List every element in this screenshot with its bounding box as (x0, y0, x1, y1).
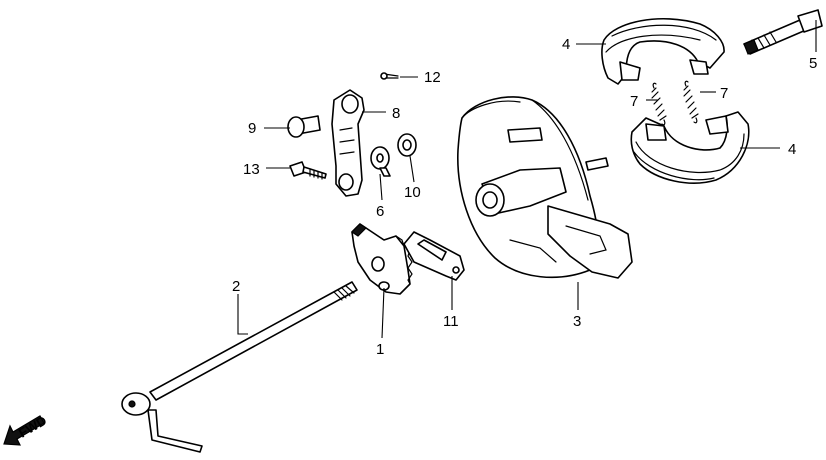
brake-panel-part-3 (457, 96, 633, 279)
spring-part-7-right (683, 80, 699, 124)
callout-2: 2 (232, 278, 240, 295)
callout-11: 11 (443, 313, 459, 330)
leader-lines (237, 20, 817, 339)
callout-9: 9 (248, 120, 256, 137)
callout-13: 13 (243, 161, 260, 178)
callout-5: 5 (809, 55, 817, 72)
bolt-part-5 (743, 9, 823, 55)
brake-shoe-lower-part-4 (630, 111, 750, 184)
leader-1 (381, 287, 385, 339)
forward-arrow-icon (3, 415, 45, 446)
callout-3: 3 (573, 313, 581, 330)
cotter-pin-part-12 (380, 72, 399, 80)
callout-4-lower: 4 (788, 141, 796, 158)
callout-12: 12 (424, 69, 441, 86)
brake-rod-part-2 (121, 281, 358, 453)
brake-arm-part-1 (351, 223, 413, 295)
brake-shoe-upper-part-4 (601, 18, 725, 85)
callout-labels: 1 2 3 4 4 5 6 7 7 8 9 10 11 12 13 (232, 36, 817, 358)
callout-4-upper: 4 (562, 36, 570, 53)
leader-6 (379, 173, 383, 201)
bolt-part-13 (289, 161, 327, 180)
washer-part-6 (370, 146, 391, 177)
leader-10 (409, 155, 415, 183)
spring-part-7-left (651, 82, 667, 126)
pivot-pin-part-9 (287, 115, 321, 138)
forward-direction-indicator: FWD (3, 413, 49, 446)
link-part-8 (331, 89, 365, 197)
callout-7-left: 7 (630, 93, 638, 110)
fwd-label: FWD (16, 413, 49, 441)
leader-2 (237, 294, 248, 335)
callout-6: 6 (376, 203, 384, 220)
washer-part-10 (397, 133, 417, 157)
callout-1: 1 (376, 341, 384, 358)
callout-10: 10 (404, 184, 421, 201)
callout-7-right: 7 (720, 85, 728, 102)
indicator-plate-part-11 (403, 231, 465, 281)
callout-8: 8 (392, 105, 400, 122)
